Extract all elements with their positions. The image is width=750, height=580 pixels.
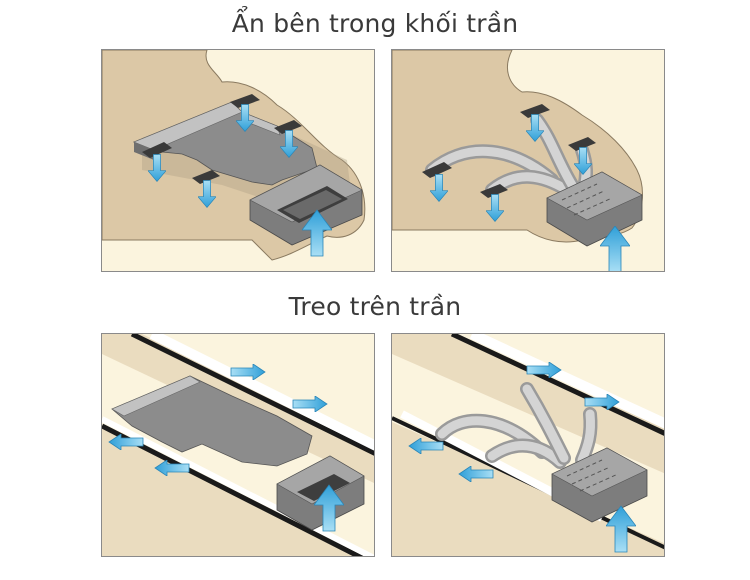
diagram-suspended-flex-duct (391, 333, 665, 557)
section-title-suspended: Treo trên trần (288, 292, 462, 321)
section-title-concealed: Ẩn bên trong khối trần (231, 9, 519, 38)
diagram-concealed-flex-duct (391, 49, 665, 272)
diagram-suspended-rect-duct (101, 333, 375, 557)
diagram-concealed-rect-duct (101, 49, 375, 272)
